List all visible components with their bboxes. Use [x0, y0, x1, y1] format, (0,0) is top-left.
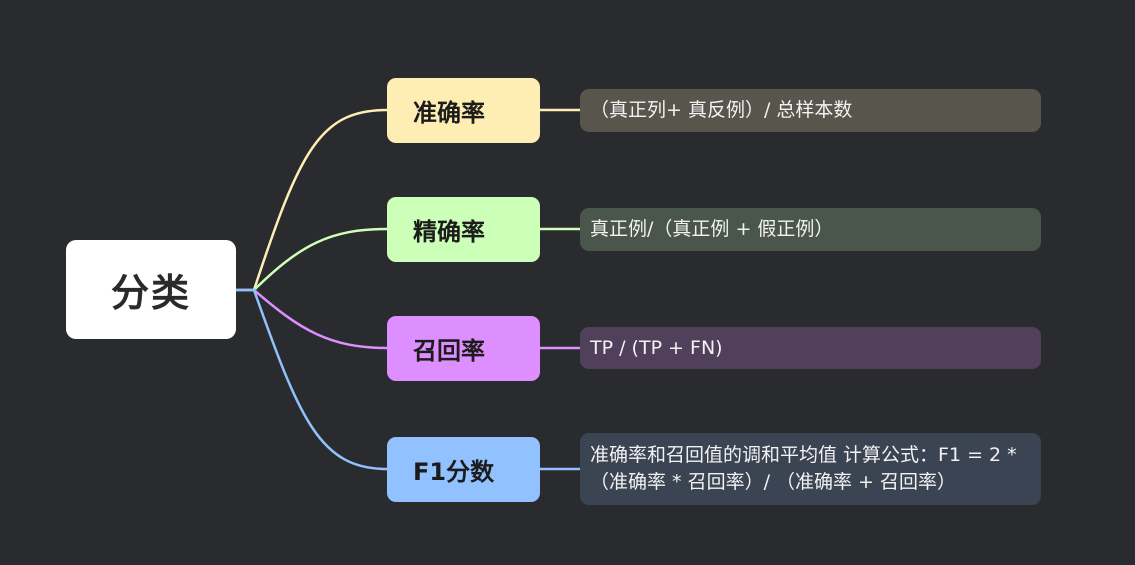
- leaf-node-accuracy[interactable]: （真正列+ 真反例）/ 总样本数: [580, 89, 1041, 132]
- branch-node-accuracy[interactable]: 准确率: [387, 78, 540, 143]
- leaf-text-f1: 准确率和召回值的调和平均值 计算公式：F1 = 2 * （准确率 * 召回率）/…: [590, 444, 1017, 493]
- connector-root-f1: [252, 289, 388, 471]
- branch-node-f1[interactable]: F1分数: [387, 437, 540, 502]
- branch-label-recall: 召回率: [413, 337, 485, 365]
- branch-label-accuracy: 准确率: [413, 99, 485, 127]
- branch-node-precision[interactable]: 精确率: [387, 197, 540, 262]
- leaf-text-recall: TP / (TP + FN): [590, 336, 723, 359]
- root-node[interactable]: 分类: [66, 240, 236, 339]
- root-label: 分类: [110, 271, 191, 315]
- branch-node-recall[interactable]: 召回率: [387, 316, 540, 381]
- leaf-text-precision: 真正例/（真正例 + 假正例）: [590, 218, 834, 240]
- branch-label-precision: 精确率: [413, 218, 485, 246]
- leaf-node-f1[interactable]: 准确率和召回值的调和平均值 计算公式：F1 = 2 * （准确率 * 召回率）/…: [580, 433, 1041, 505]
- leaf-node-recall[interactable]: TP / (TP + FN): [580, 327, 1041, 369]
- branch-label-f1: F1分数: [413, 458, 495, 486]
- connector-root-recall: [253, 289, 388, 350]
- connector-root-accuracy: [236, 108, 388, 292]
- connector-root-precision: [253, 227, 388, 291]
- leaf-text-accuracy: （真正列+ 真反例）/ 总样本数: [590, 99, 853, 121]
- leaf-node-precision[interactable]: 真正例/（真正例 + 假正例）: [580, 208, 1041, 251]
